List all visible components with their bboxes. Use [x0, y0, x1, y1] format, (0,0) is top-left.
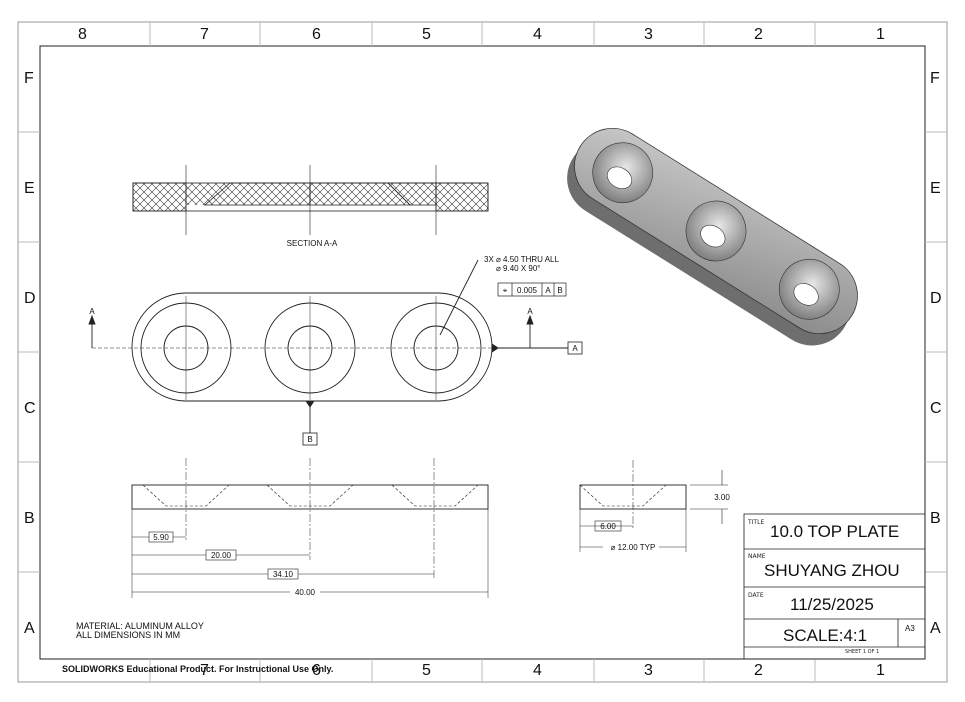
- section-view: [132, 165, 489, 235]
- dim-34-10: 34.10: [273, 570, 294, 579]
- zone-col-5-bottom: 5: [422, 662, 431, 679]
- date-label: DATE: [748, 592, 764, 599]
- zone-row-e: E: [24, 180, 35, 197]
- zone-col-2: 2: [754, 26, 763, 43]
- zone-col-4: 4: [533, 26, 542, 43]
- sheet-size: A3: [905, 624, 915, 633]
- dimensions-note: ALL DIMENSIONS IN MM: [76, 630, 181, 640]
- zone-row-c: C: [24, 400, 36, 417]
- dimension-boxes: [148, 520, 622, 580]
- zone-row-d-right: D: [930, 290, 942, 307]
- sheet-number: SHEET 1 OF 1: [845, 649, 880, 655]
- datum-a-box: [567, 341, 583, 355]
- dim-40-00: 40.00: [295, 588, 316, 597]
- datum-b-label: B: [307, 435, 312, 444]
- zone-row-d: D: [24, 290, 36, 307]
- position-icon: ⌖: [503, 286, 508, 295]
- zone-row-f-right: F: [930, 70, 940, 87]
- zone-row-b-right: B: [930, 510, 941, 527]
- dim-dia-12: ⌀ 12.00 TYP: [611, 543, 656, 552]
- fcf-tolerance: 0.005: [517, 286, 538, 295]
- front-view: [131, 458, 667, 598]
- cut-letter-left: A: [89, 307, 95, 316]
- drawing-title: 10.0 TOP PLATE: [770, 522, 900, 541]
- zone-col-2-bottom: 2: [754, 662, 763, 679]
- zone-row-c-right: C: [930, 400, 942, 417]
- zone-col-3: 3: [644, 26, 653, 43]
- drawing-date: 11/25/2025: [790, 595, 874, 614]
- zone-col-1: 1: [876, 26, 885, 43]
- fcf-datum2: B: [557, 286, 562, 295]
- hole-callout-line1: 3X ⌀ 4.50 THRU ALL: [484, 255, 559, 264]
- feature-control-frame: [497, 282, 567, 297]
- isometric-view: [567, 127, 858, 346]
- name-label: NAME: [748, 553, 766, 560]
- zone-row-a: A: [24, 620, 35, 637]
- dim-3-00: 3.00: [714, 493, 730, 502]
- zone-row-f: F: [24, 70, 34, 87]
- zone-col-8: 8: [78, 26, 87, 43]
- title-label: TITLE: [748, 519, 765, 526]
- top-view: [88, 259, 568, 433]
- zone-col-7: 7: [200, 26, 209, 43]
- fcf-datum1: A: [545, 286, 551, 295]
- zone-col-6-bottom: 6: [312, 662, 321, 679]
- zone-row-a-right: A: [930, 620, 941, 637]
- dim-6-00: 6.00: [600, 522, 616, 531]
- zone-ticks: [18, 22, 947, 682]
- zone-row-b: B: [24, 510, 35, 527]
- zone-col-4-bottom: 4: [533, 662, 542, 679]
- hole-callout-line2: ⌀ 9.40 X 90°: [496, 264, 541, 273]
- educational-watermark: SOLIDWORKS Educational Product. For Inst…: [62, 664, 334, 674]
- dim-40-bg: [290, 587, 320, 597]
- outer-border: [17, 21, 948, 683]
- datum-a-label: A: [572, 344, 578, 353]
- title-block: [743, 513, 926, 660]
- zone-col-5: 5: [422, 26, 431, 43]
- designer-name: SHUYANG ZHOU: [764, 561, 900, 580]
- dim-dia-bg: [603, 542, 659, 552]
- zone-row-e-right: E: [930, 180, 941, 197]
- material-note: MATERIAL: ALUMINUM ALLOY: [76, 621, 204, 631]
- zone-col-6: 6: [312, 26, 321, 43]
- dim-20-00: 20.00: [211, 551, 232, 560]
- datum-b-box: [302, 432, 318, 446]
- side-view: [579, 460, 728, 552]
- cut-letter-right: A: [527, 307, 533, 316]
- section-label: SECTION A-A: [287, 239, 338, 248]
- drawing-scale: SCALE:4:1: [783, 626, 868, 645]
- zone-col-1-bottom: 1: [876, 662, 885, 679]
- zone-col-3-bottom: 3: [644, 662, 653, 679]
- dim-5-90: 5.90: [153, 533, 169, 542]
- zone-col-7-bottom: 7: [200, 662, 209, 679]
